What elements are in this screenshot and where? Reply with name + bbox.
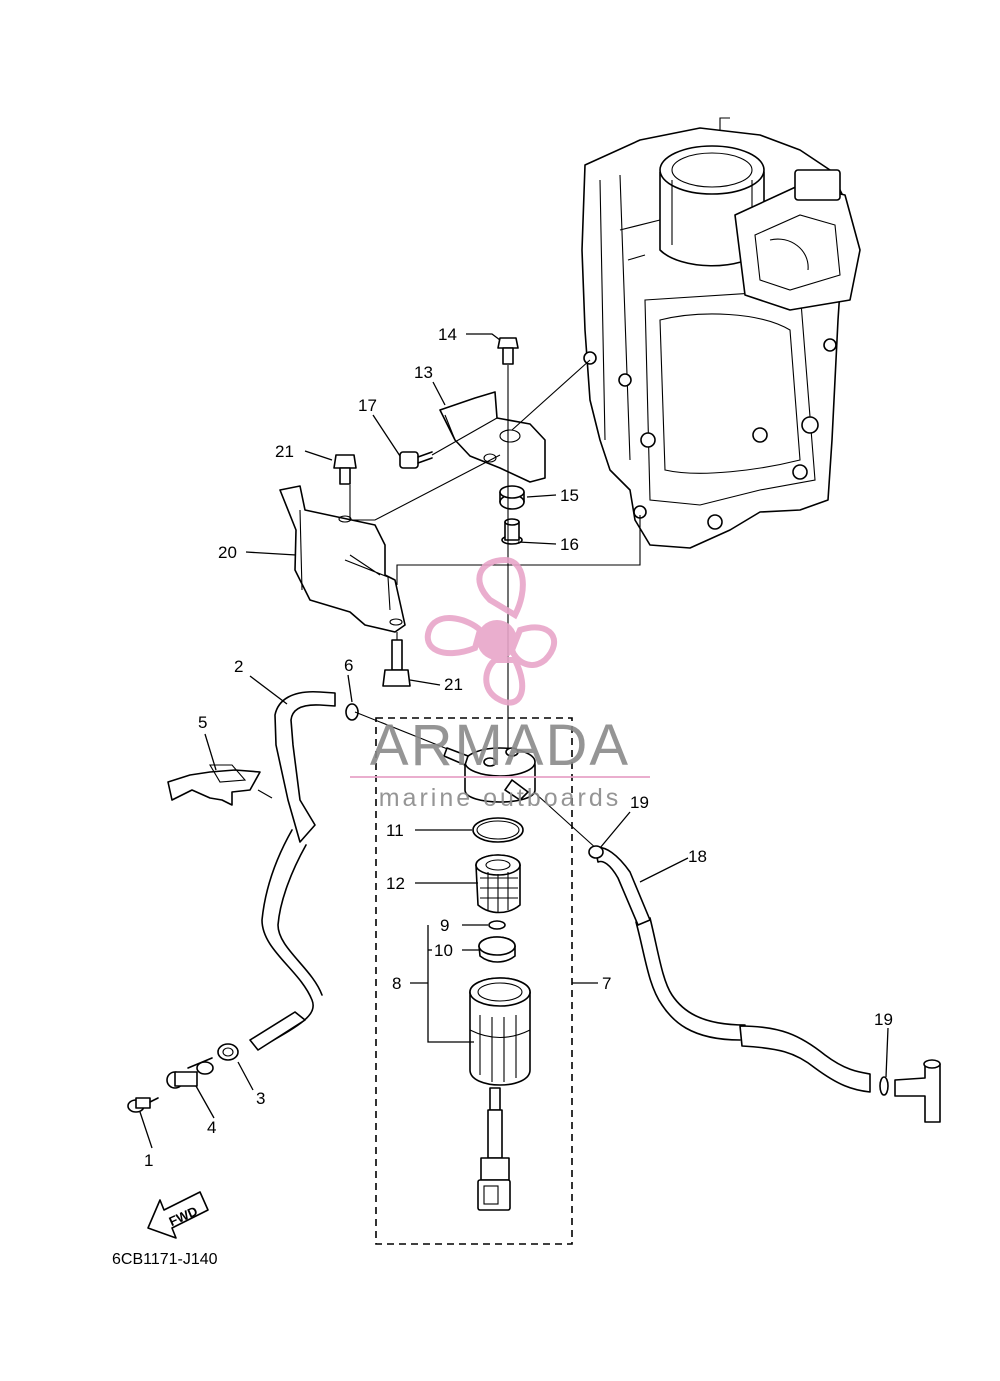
clip-5 [167,764,273,806]
bolt-14 [497,337,519,365]
cover-20 [279,485,406,633]
bracket-13 [439,391,546,483]
bolt-21-bottom [382,639,411,687]
callout-19-right: 19 [874,1010,893,1029]
callout-2: 2 [234,657,243,676]
grommet-15 [499,485,525,510]
callouts: 14 13 17 21 15 16 20 21 6 2 5 19 11 18 1… [144,325,893,1170]
callout-18: 18 [688,847,707,866]
callout-15: 15 [560,486,579,505]
filter-cup-8 [469,977,531,1086]
o-ring-11 [472,817,524,843]
fitting-4 [166,1057,214,1089]
leader-lines [139,333,889,1149]
watermark-subtitle: marine outboards [379,784,622,812]
callout-19-top: 19 [630,793,649,812]
callout-17: 17 [358,396,377,415]
hose-18 [594,846,871,1093]
watermark-logo: ARMADA marine outboards [350,556,650,812]
float-10 [478,936,516,963]
joint [894,1059,941,1123]
callout-5: 5 [198,713,207,732]
intake-manifold [581,117,861,549]
clamp-3 [217,1043,239,1061]
callout-7: 7 [602,974,611,993]
hose-clip-6 [345,703,359,721]
water-sensor [477,1087,511,1211]
callout-8: 8 [392,974,401,993]
callout-21-top: 21 [275,442,294,461]
callout-21-bottom: 21 [444,675,463,694]
fwd-arrow: FWD [147,1191,209,1239]
callout-10: 10 [434,941,453,960]
callout-3: 3 [256,1089,265,1108]
fitting-1 [127,1097,159,1113]
callout-9: 9 [440,916,449,935]
diagram-code: 6CB1171-J140 [112,1251,218,1268]
callout-4: 4 [207,1118,216,1137]
callout-16: 16 [560,535,579,554]
hose-clip-19-right [879,1076,889,1096]
bolt-21-top [333,454,357,485]
callout-14: 14 [438,325,457,344]
callout-1: 1 [144,1151,153,1170]
ring-9 [488,920,506,930]
callout-6: 6 [344,656,353,675]
watermark-title: ARMADA [370,713,630,778]
callout-13: 13 [414,363,433,382]
element-12 [475,854,521,914]
hose-clip-19-top [588,845,604,859]
callout-20: 20 [218,543,237,562]
collar-16 [501,518,523,545]
callout-12: 12 [386,874,405,893]
callout-11: 11 [386,821,404,840]
bolt-17 [399,451,433,469]
hose-2 [249,690,336,1051]
